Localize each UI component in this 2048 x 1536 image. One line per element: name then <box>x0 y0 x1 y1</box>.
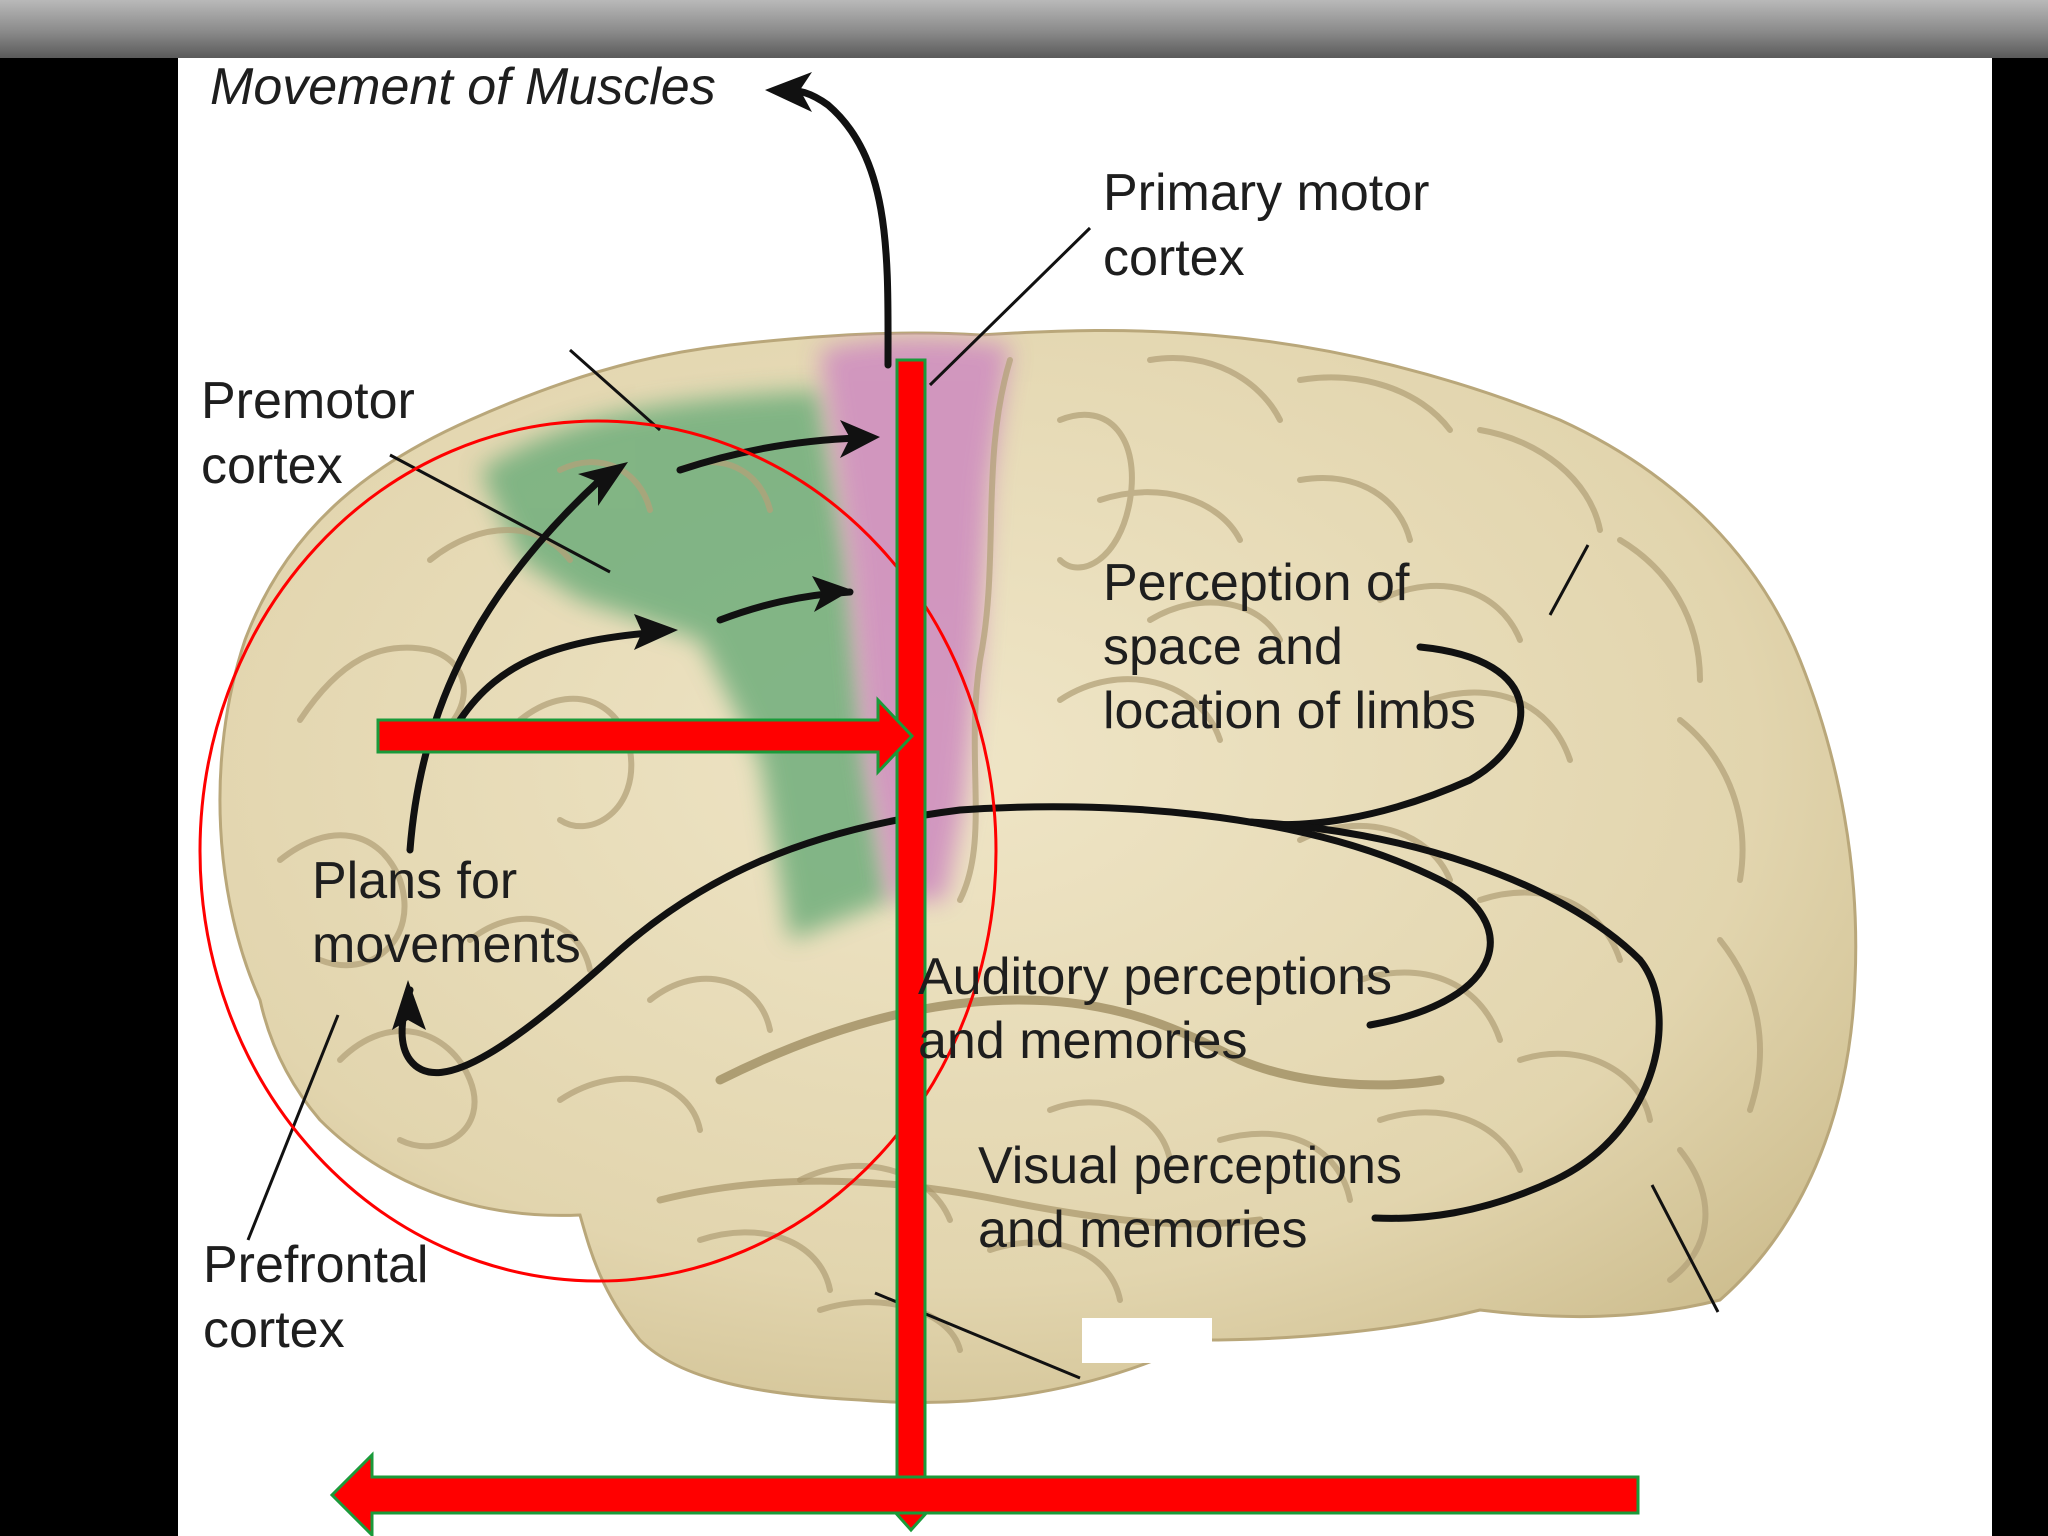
horizontal-red-arrow <box>376 696 915 776</box>
premotor-area <box>480 390 890 940</box>
label-perception-line2: space and <box>1103 618 1343 676</box>
pathway-arrowheads <box>392 72 880 1030</box>
label-movement-of-muscles: Movement of Muscles <box>210 58 716 116</box>
leader-lines <box>246 226 1720 1380</box>
label-prefrontal-line1: Prefrontal <box>203 1236 428 1294</box>
label-plans-line1: Plans for <box>312 852 517 910</box>
label-premotor-line1: Premotor <box>201 372 415 430</box>
label-plans-line2: movements <box>312 916 581 974</box>
label-visual-line2: and memories <box>978 1201 1307 1259</box>
label-primary-motor-line2: cortex <box>1103 229 1245 287</box>
brain-diagram: Movement of Muscles Primary motor cortex… <box>178 58 1992 1536</box>
label-visual-line1: Visual perceptions <box>978 1137 1402 1195</box>
label-premotor-line2: cortex <box>201 437 343 495</box>
label-primary-motor-line1: Primary motor <box>1103 164 1429 222</box>
label-perception-line1: Perception of <box>1103 554 1410 612</box>
diagram-labels: Movement of Muscles Primary motor cortex… <box>201 58 1476 1359</box>
annotation-arrows <box>329 358 1640 1536</box>
brain-illustration <box>218 328 1858 1404</box>
slide-top-bar <box>0 0 2048 58</box>
label-auditory-line1: Auditory perceptions <box>918 948 1392 1006</box>
highlight-ellipse <box>198 419 998 1283</box>
label-auditory-line2: and memories <box>918 1012 1247 1070</box>
label-cover-patch <box>1082 1318 1212 1363</box>
bottom-red-arrow <box>329 1451 1640 1536</box>
label-perception-line3: location of limbs <box>1103 682 1476 740</box>
label-prefrontal-line2: cortex <box>203 1301 345 1359</box>
